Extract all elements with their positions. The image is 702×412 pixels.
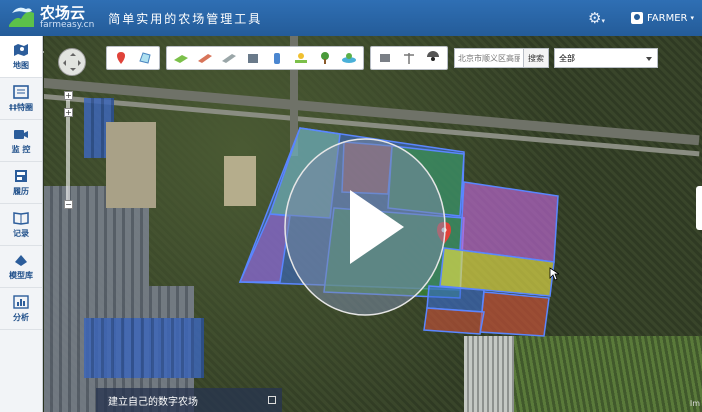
map-toolbar: 搜索 全部 xyxy=(106,46,658,70)
device-icon xyxy=(380,54,390,62)
zoom-in-button[interactable]: + xyxy=(64,108,73,117)
video-caption-bar: 建立自己的数字农场 xyxy=(96,388,282,412)
pan-down-icon[interactable] xyxy=(70,68,76,74)
zoom-slider[interactable] xyxy=(66,91,70,209)
play-icon xyxy=(350,190,404,264)
sidebar-item-label: 履历 xyxy=(13,186,29,196)
tool-group-draw xyxy=(106,46,160,70)
camera-device-button[interactable] xyxy=(422,49,444,67)
user-menu[interactable]: FARMER ▾ xyxy=(630,12,694,24)
greenhouse-gray-button[interactable] xyxy=(218,49,240,67)
bare-ground xyxy=(224,156,256,206)
fullscreen-icon[interactable] xyxy=(268,396,276,404)
app-name: 农场云 xyxy=(40,4,86,22)
search-button[interactable]: 搜索 xyxy=(524,48,549,68)
sidebar-item-record[interactable]: 记录 xyxy=(0,204,42,246)
sidebar-item-history[interactable]: 履历 xyxy=(0,162,42,204)
map-attribution: Im xyxy=(689,399,700,408)
greenhouse-icon xyxy=(198,54,212,63)
app-domain: farmeasy.cn xyxy=(40,20,95,30)
field-icon xyxy=(174,55,188,63)
location-search-input[interactable] xyxy=(454,48,524,68)
logo-icon xyxy=(6,5,36,31)
camera-icon xyxy=(14,129,28,139)
settings-gear-icon[interactable]: ⚙▾ xyxy=(587,9,605,27)
sidebar-item-label: 地图 xyxy=(13,60,29,70)
sidebar-item-label: 监 控 xyxy=(11,144,31,154)
building-button[interactable] xyxy=(242,49,264,67)
tree-icon xyxy=(321,52,329,64)
shed-icon xyxy=(222,54,236,63)
model-icon xyxy=(15,254,27,266)
pond-button[interactable] xyxy=(338,49,360,67)
tank-button[interactable] xyxy=(266,49,288,67)
bare-ground xyxy=(106,122,156,208)
filter-select-value: 全部 xyxy=(559,53,575,63)
video-play-button[interactable] xyxy=(284,138,446,316)
record-icon xyxy=(13,211,29,225)
sensor-icon xyxy=(404,53,414,64)
chart-icon xyxy=(13,294,29,309)
list-icon xyxy=(13,84,29,99)
sidebar-item-label: 记录 xyxy=(13,228,29,238)
sidebar-item-models[interactable]: 模型库 xyxy=(0,246,42,288)
zoom-in-button[interactable]: + xyxy=(64,91,73,100)
field-model-button[interactable] xyxy=(170,49,192,67)
sensor-button[interactable] xyxy=(398,49,420,67)
slogan: 简单实用的农场管理工具 xyxy=(108,11,263,26)
device-box-button[interactable] xyxy=(374,49,396,67)
history-icon xyxy=(15,169,27,182)
sidebar: 地图 ‡‡特圈 监 控 履历 记录 模型库 分析 xyxy=(0,36,43,412)
tank-icon xyxy=(274,53,280,64)
user-name: FARMER xyxy=(646,12,688,24)
polygon-icon xyxy=(139,52,151,64)
user-icon xyxy=(630,12,643,24)
sidebar-item-monitor[interactable]: 监 控 xyxy=(0,120,42,162)
tree-button[interactable] xyxy=(314,49,336,67)
marker-icon xyxy=(117,52,125,64)
tool-group-devices xyxy=(370,46,448,70)
pan-right-icon[interactable] xyxy=(78,60,84,66)
sun-field-icon xyxy=(295,53,307,63)
sidebar-item-list[interactable]: ‡‡特圈 xyxy=(0,78,42,120)
building-icon xyxy=(248,54,258,63)
farmland xyxy=(514,336,702,412)
pan-control[interactable] xyxy=(58,48,86,76)
tool-group-models xyxy=(166,46,364,70)
marker-tool-button[interactable] xyxy=(110,49,132,67)
polygon-tool-button[interactable] xyxy=(134,49,156,67)
solar-field-button[interactable] xyxy=(290,49,312,67)
greenhouse-red-button[interactable] xyxy=(194,49,216,67)
satellite-map[interactable]: + + − 搜索 全部 建立自己的数字农场 xyxy=(44,36,702,412)
pan-left-icon[interactable] xyxy=(60,60,66,66)
pond-icon xyxy=(342,53,356,63)
mouse-cursor-icon xyxy=(549,267,559,281)
road-vertical xyxy=(290,36,298,156)
filter-select[interactable]: 全部 xyxy=(554,48,658,68)
sidebar-item-map[interactable]: 地图 xyxy=(0,36,42,78)
sidebar-item-label: 模型库 xyxy=(9,270,33,280)
sidebar-item-analysis[interactable]: 分析 xyxy=(0,288,42,330)
pan-up-icon[interactable] xyxy=(70,50,76,56)
zoom-out-button[interactable]: − xyxy=(64,200,73,209)
sidebar-item-label: 分析 xyxy=(13,312,29,322)
right-panel-handle[interactable] xyxy=(696,186,702,230)
sidebar-item-label: ‡‡特圈 xyxy=(9,102,33,112)
app-header: 农场云 farmeasy.cn 简单实用的农场管理工具 ⚙▾ FARMER ▾ xyxy=(0,0,702,36)
video-caption: 建立自己的数字农场 xyxy=(108,396,198,408)
map-icon xyxy=(14,43,28,56)
dome-camera-icon xyxy=(427,51,439,61)
building-block xyxy=(84,318,204,378)
chevron-down-icon: ▾ xyxy=(690,14,694,22)
logo[interactable]: 农场云 farmeasy.cn xyxy=(6,5,94,31)
